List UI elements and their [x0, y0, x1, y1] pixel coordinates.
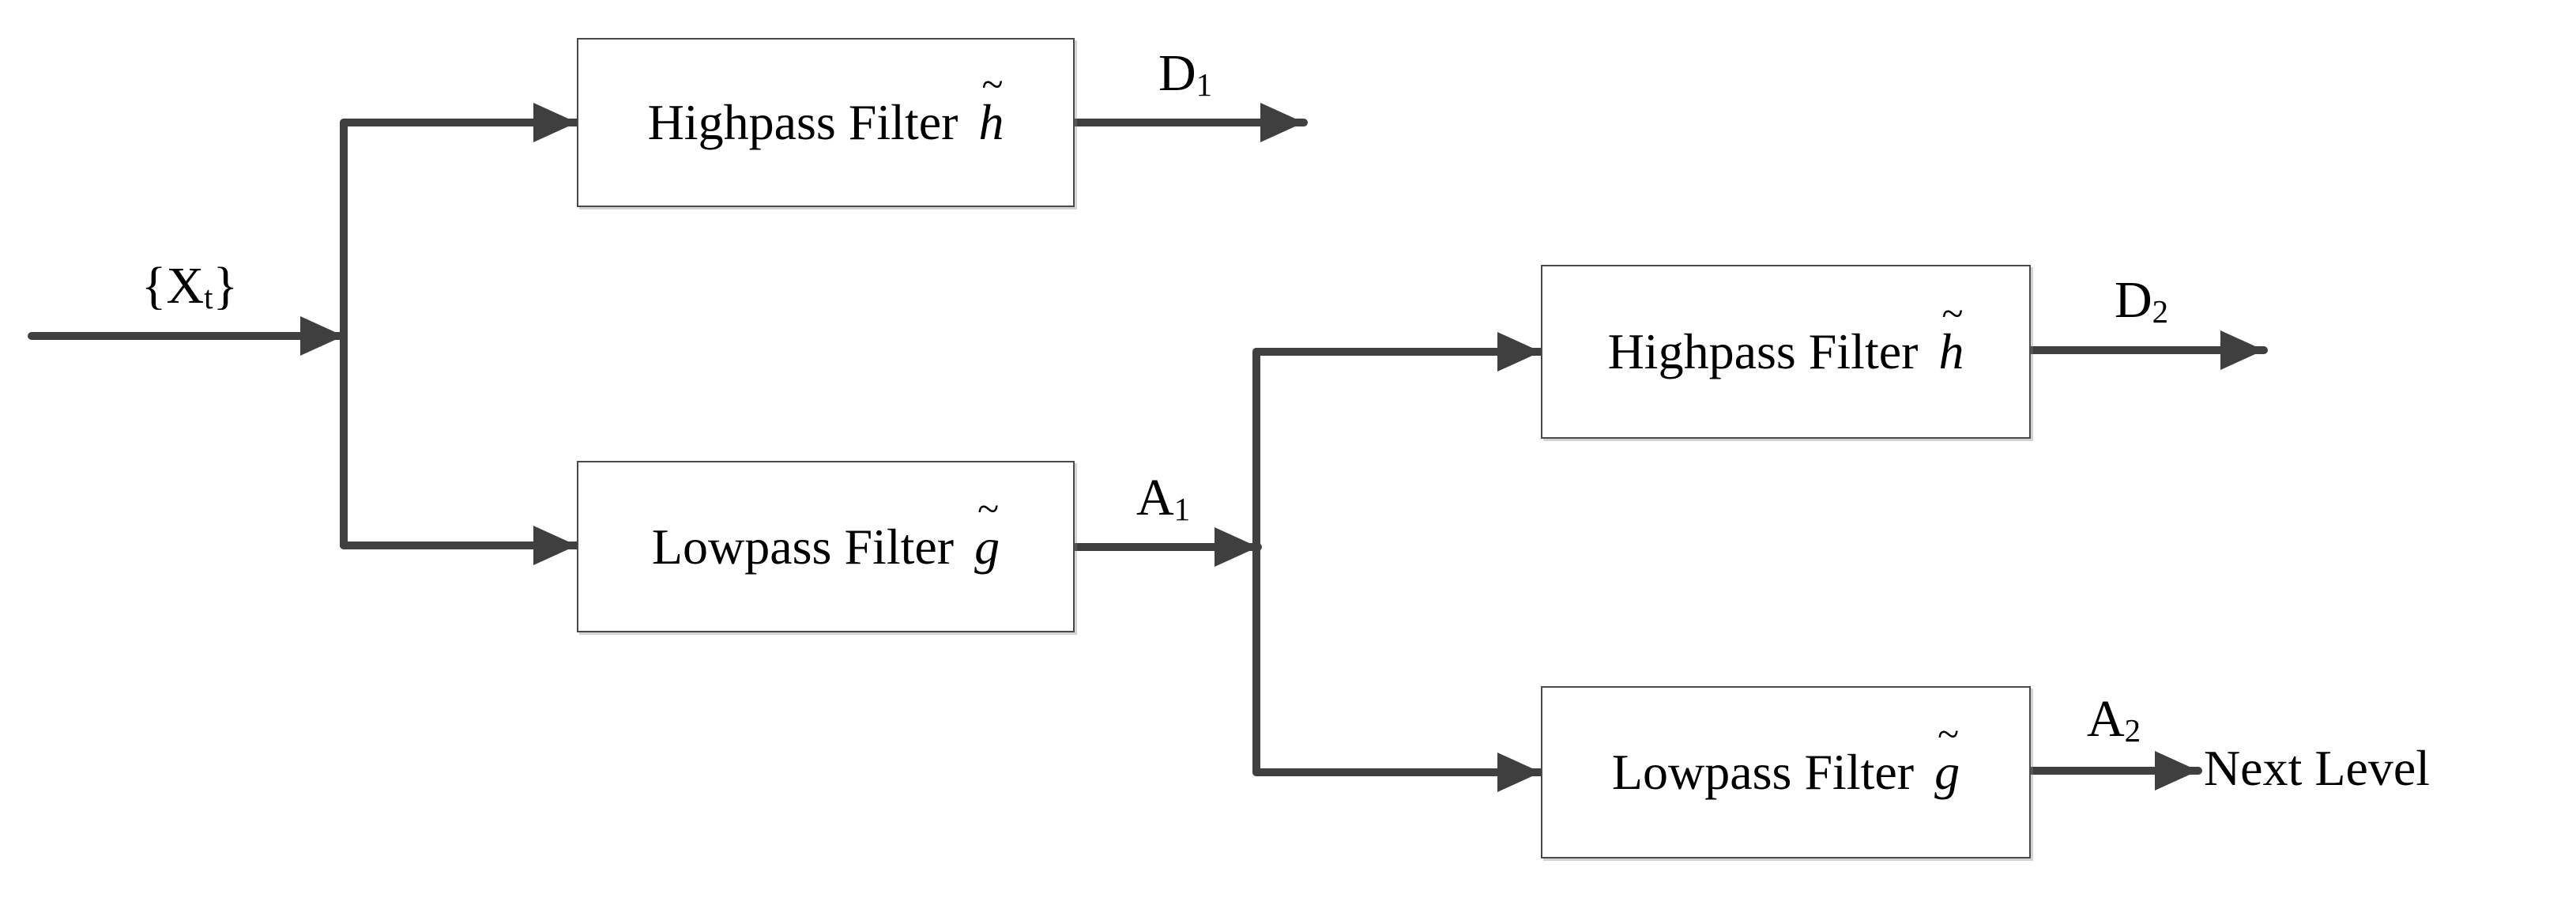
input-signal-label: {Xt}: [141, 256, 238, 316]
lowpass-filter-1-box: Lowpass Filter ~ g: [577, 461, 1075, 632]
output-label-d2: D2: [2115, 270, 2168, 330]
lowpass-filter-2-box: Lowpass Filter ~ g: [1541, 686, 2031, 858]
output-a1-base: A: [1135, 469, 1174, 526]
output-label-a2: A2: [2087, 689, 2141, 749]
highpass-filter-1-label: Highpass Filter ~ h: [647, 65, 1004, 152]
output-d1-subscript: 1: [1196, 67, 1213, 104]
input-label-prefix: {X: [141, 257, 205, 315]
lowpass-filter-1-label: Lowpass Filter ~ g: [651, 489, 1000, 576]
next-level-label: Next Level: [2203, 740, 2431, 796]
highpass-filter-1-symbol: ~ h: [978, 65, 1004, 152]
highpass-filter-2-symbol-letter: h: [1938, 323, 1964, 379]
highpass-filter-1-symbol-letter: h: [978, 94, 1004, 150]
input-label-suffix: }: [213, 257, 239, 315]
lowpass-filter-1-text: Lowpass Filter: [651, 518, 955, 575]
lowpass-filter-2-text: Lowpass Filter: [1611, 744, 1915, 800]
lowpass-filter-1-symbol-letter: g: [974, 518, 1000, 575]
output-a2-subscript: 2: [2124, 713, 2141, 749]
tilde-accent: ~: [1938, 712, 1960, 757]
output-a1-subscript: 1: [1173, 492, 1191, 528]
input-label-subscript: t: [204, 280, 213, 316]
highpass-filter-2-box: Highpass Filter ~ h: [1541, 265, 2031, 439]
highpass-filter-2-symbol: ~ h: [1938, 294, 1964, 381]
output-d2-subscript: 2: [2152, 294, 2169, 330]
output-label-a1: A1: [1136, 468, 1190, 528]
highpass-filter-2-text: Highpass Filter: [1607, 323, 1919, 379]
output-a2-base: A: [2086, 690, 2125, 748]
highpass-filter-1-text: Highpass Filter: [647, 94, 958, 150]
tilde-accent: ~: [981, 62, 1004, 107]
lowpass-filter-2-symbol: ~ g: [1934, 715, 1960, 802]
output-d2-base: D: [2114, 271, 2152, 329]
lowpass-filter-2-label: Lowpass Filter ~ g: [1611, 715, 1960, 802]
highpass-filter-2-label: Highpass Filter ~ h: [1607, 294, 1964, 381]
lowpass-filter-1-symbol: ~ g: [974, 489, 1000, 576]
tilde-accent: ~: [977, 486, 1000, 530]
output-label-d1: D1: [1158, 43, 1212, 104]
highpass-filter-1-box: Highpass Filter ~ h: [577, 38, 1075, 207]
output-d1-base: D: [1158, 44, 1196, 102]
lowpass-filter-2-symbol-letter: g: [1934, 744, 1960, 800]
tilde-accent: ~: [1941, 292, 1964, 336]
